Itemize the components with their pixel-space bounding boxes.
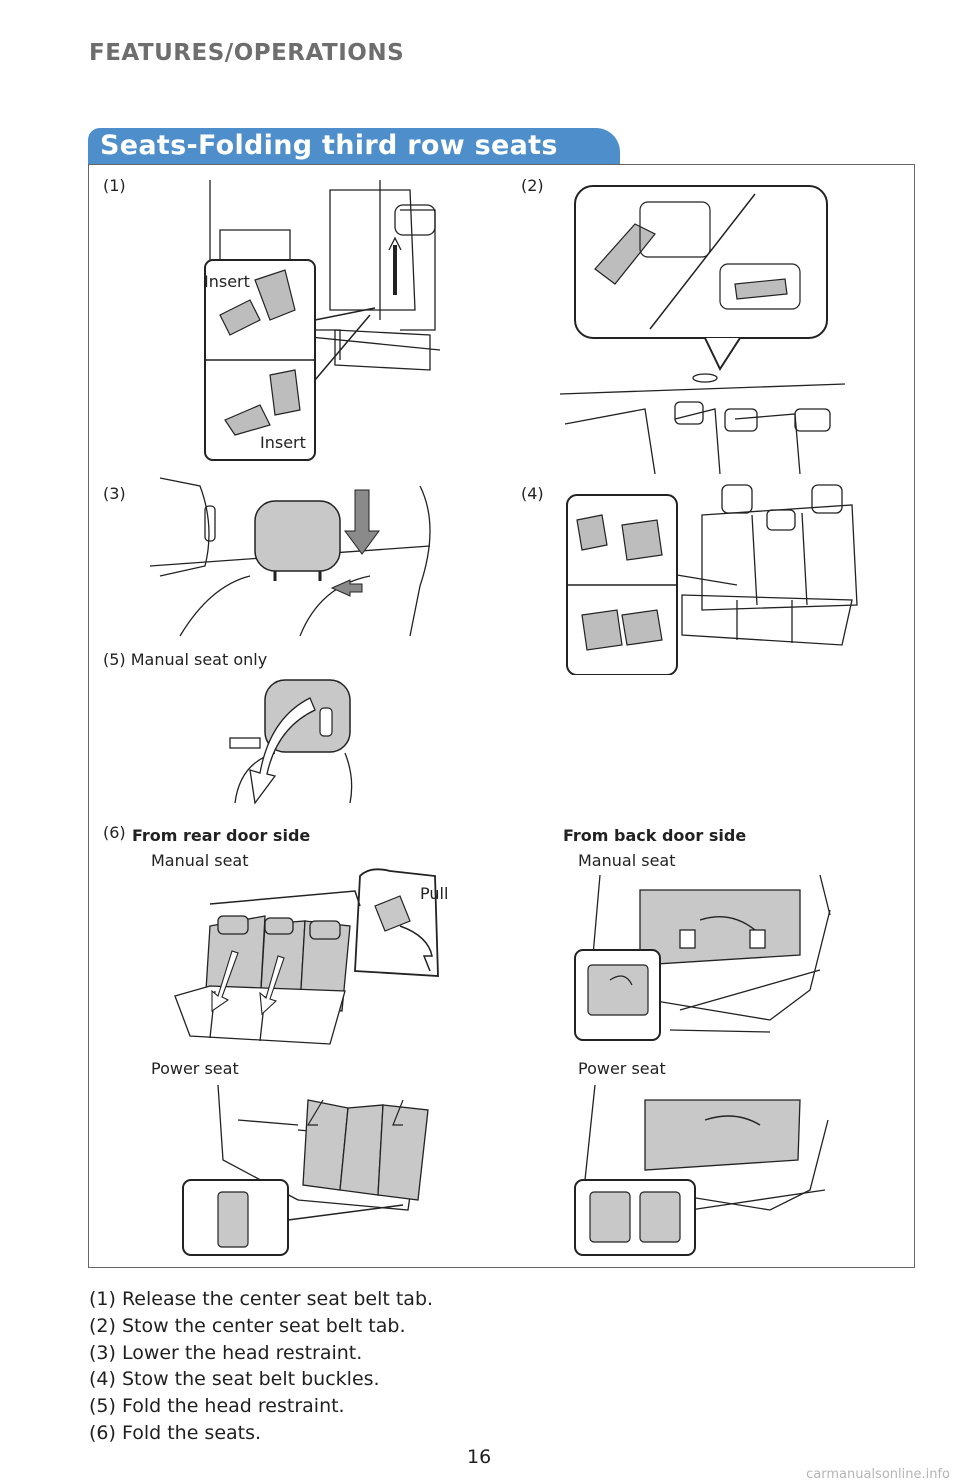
step-label-4: (4) <box>521 484 544 503</box>
label-power-seat-back: Power seat <box>578 1059 666 1078</box>
illustration-belt-tab-stow <box>559 185 845 474</box>
instruction-item: (3) Lower the head restraint. <box>89 1341 363 1364</box>
instruction-item: (4) Stow the seat belt buckles. <box>89 1368 380 1391</box>
label-manual-seat-rear: Manual seat <box>151 851 249 870</box>
section-header: FEATURES/OPERATIONS <box>89 40 405 66</box>
step-label-3: (3) <box>103 484 126 503</box>
step-label-6: (6) <box>103 823 126 842</box>
watermark: carmanualsonline.info <box>806 1467 950 1482</box>
instruction-item: (2) Stow the center seat belt tab. <box>89 1314 406 1337</box>
instructions-list: (1) Release the center seat belt tab. (2… <box>89 1286 433 1447</box>
caption-from-rear: From rear door side <box>132 826 311 845</box>
label-pull: Pull <box>420 884 449 903</box>
title-tab: Seats-Folding third row seats <box>88 128 620 165</box>
instruction-item: (5) Fold the head restraint. <box>89 1395 345 1418</box>
step-label-2: (2) <box>521 176 544 195</box>
illustration-lower-head-restraint <box>150 477 431 637</box>
label-power-seat-rear: Power seat <box>151 1059 239 1078</box>
illustration-power-seat-back <box>574 1084 829 1256</box>
page-title: Seats-Folding third row seats <box>100 130 558 161</box>
step-label-5: (5) Manual seat only <box>103 650 268 669</box>
page-number: 16 <box>467 1446 492 1468</box>
instruction-item: (6) Fold the seats. <box>89 1421 262 1444</box>
illustration-fold-head-restraint <box>229 679 353 805</box>
illustration-stow-buckles <box>566 484 858 675</box>
caption-from-back: From back door side <box>563 826 747 845</box>
label-insert-top: Insert <box>204 272 250 291</box>
label-manual-seat-back: Manual seat <box>578 851 676 870</box>
illustration-power-seat-rear <box>182 1084 429 1256</box>
illustration-manual-seat-rear <box>174 868 439 1045</box>
label-insert-bottom: Insert <box>260 433 306 452</box>
step-label-1: (1) <box>103 176 126 195</box>
illustration-frame <box>88 164 915 1268</box>
illustration-manual-seat-back <box>574 874 831 1041</box>
instruction-item: (1) Release the center seat belt tab. <box>89 1288 434 1310</box>
illustration-belt-tab-release: Insert Insert <box>204 180 440 461</box>
